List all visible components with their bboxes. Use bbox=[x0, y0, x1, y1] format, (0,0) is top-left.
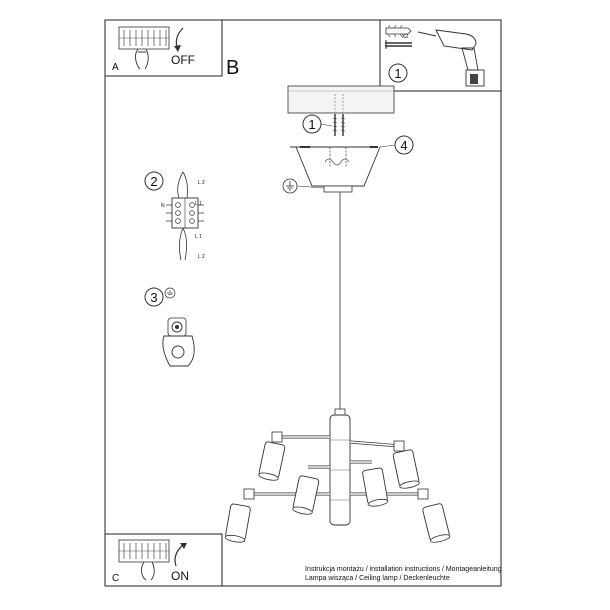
breaker-box-icon bbox=[118, 26, 170, 50]
mounting-bracket bbox=[290, 146, 378, 168]
footer-instructions-title: Instrukcja montażu / installation instru… bbox=[305, 566, 502, 573]
chandelier bbox=[224, 408, 451, 543]
step-1-screws-number: 1 bbox=[308, 117, 315, 132]
ground-symbol-icon bbox=[282, 178, 325, 194]
panel-b-label: B bbox=[226, 57, 239, 79]
breaker-box-icon-c bbox=[118, 539, 170, 563]
mounting-screws-icon bbox=[332, 114, 346, 136]
arm-lower-right bbox=[350, 488, 429, 500]
arm-lower-left bbox=[243, 488, 330, 500]
screw-icon bbox=[385, 40, 412, 49]
panel-a-label: A bbox=[112, 62, 119, 73]
terminal-l2-top: L 2 bbox=[198, 180, 205, 186]
lamp-shade-3 bbox=[362, 467, 389, 507]
arm-upper-right bbox=[349, 440, 405, 452]
footer-product-name: Lampa wisząca / Ceiling lamp / Deckenleu… bbox=[305, 575, 450, 582]
step-1-number: 1 bbox=[394, 66, 401, 81]
lamp-shade-4 bbox=[392, 449, 420, 489]
step-1-marker bbox=[388, 63, 408, 83]
lamp-shade-1 bbox=[258, 441, 286, 481]
ground-symbol-small-icon bbox=[164, 287, 176, 299]
panel-c-state: ON bbox=[171, 569, 189, 583]
step-3-marker bbox=[144, 287, 164, 307]
panel-a: A OFF bbox=[104, 19, 223, 77]
screw-quantity: x2 bbox=[402, 34, 409, 40]
hand-switch-off-icon bbox=[134, 48, 149, 70]
ground-terminal-icon bbox=[162, 317, 195, 367]
lamp-shade-2 bbox=[292, 475, 320, 515]
step-2-number: 2 bbox=[150, 174, 157, 189]
wall-plug-icon bbox=[385, 24, 412, 38]
step-4-number: 4 bbox=[400, 138, 407, 153]
ceiling-block bbox=[287, 85, 395, 114]
terminal-l1-top: L 1 bbox=[195, 201, 202, 207]
step-1-leader bbox=[320, 123, 333, 127]
arrow-up-icon bbox=[174, 543, 187, 567]
panel-c-label: C bbox=[112, 573, 119, 584]
step-4-leader bbox=[379, 144, 396, 148]
canopy bbox=[295, 146, 381, 193]
drill-box: x2 1 bbox=[379, 19, 502, 92]
step-3-number: 3 bbox=[150, 290, 157, 305]
central-column bbox=[329, 408, 351, 526]
arrow-down-icon bbox=[174, 27, 184, 52]
outer-frame bbox=[104, 19, 502, 587]
terminal-l2-bottom: L 2 bbox=[198, 254, 205, 260]
arm-upper-left bbox=[271, 431, 330, 443]
lamp-shade-5 bbox=[224, 503, 251, 543]
terminal-l1-bottom: L 1 bbox=[195, 234, 202, 240]
panel-a-state: OFF bbox=[171, 53, 195, 67]
drill-icon bbox=[417, 29, 485, 87]
terminal-n: N bbox=[161, 203, 165, 209]
lamp-shade-6 bbox=[422, 503, 451, 543]
step-2-marker bbox=[144, 171, 164, 191]
panel-c: C ON bbox=[104, 533, 223, 587]
hand-switch-on-icon bbox=[140, 561, 155, 581]
terminal-block-icon bbox=[166, 171, 204, 261]
